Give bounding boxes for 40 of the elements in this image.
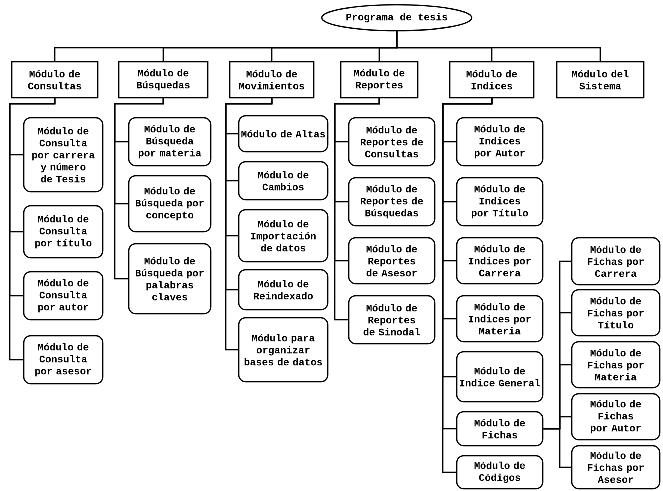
submodule-box: Módulo de Búsqueda por materia [128,117,212,167]
submodule-box: Módulo de Indices por Materia [456,295,544,343]
submodule-box: Módulo de Reportes de Asesor [348,237,436,285]
connector-line [544,428,572,468]
submodule-box: Módulo de Cambios [238,161,329,201]
module-box: Módulo de Movimientos [229,61,315,99]
connector-line [114,98,164,280]
submodule-box: Módulo de Importación de datos [238,209,329,263]
module-box: Módulo de Búsquedas [118,61,209,99]
submodule-box: Módulo de Reportes de Sinodal [348,295,436,345]
submodule-box: Módulo de Fichas [456,411,544,447]
connector-line [396,32,602,62]
connector-line [9,98,56,361]
submodule-box: Módulo de Búsqueda por palabras claves [128,243,212,315]
submodule-box: Módulo de Fichas por Título [571,289,661,337]
submodule-box: Módulo para organizar bases de datos [238,317,329,383]
submodule-box: Módulo de Reindexado [238,269,329,311]
submodule-box: Módulo de Búsqueda por concepto [128,175,212,233]
module-box: Módulo del Sistema [556,61,645,99]
submodule-box: Módulo de Indices por Autor [456,117,544,167]
module-box: Módulo de Indices [449,61,535,99]
module-box: Módulo de Consultas [11,61,99,99]
submodule-box: Módulo de Consulta por título [23,205,104,259]
submodule-box: Módulo de Reportes de Consultas [348,117,436,167]
submodule-box: Módulo de Consulta por asesor [23,335,104,385]
submodule-box: Módulo de Fichas por Carrera [571,237,661,286]
submodule-box: Módulo de Altas [238,115,329,153]
submodule-box: Módulo de Reportes de Búsquedas [348,177,436,227]
connector-line [334,98,380,321]
submodule-box: Módulo de Indice General [456,351,544,403]
module-box: Módulo de Reportes [340,61,419,99]
submodule-box: Módulo de Fichas por Autor [571,393,661,441]
submodule-box: Módulo de Consulta por carrera y número de Tesis [23,117,104,193]
submodule-box: Módulo de Indices por Título [456,177,544,227]
submodule-box: Módulo de Indices por Carrera [456,237,544,285]
submodule-box: Módulo de Fichas por Asesor [571,445,661,490]
submodule-box: Módulo de Códigos [456,455,544,490]
submodule-box: Módulo de Consulta por autor [23,271,104,321]
submodule-box: Módulo de Fichas por Materia [571,341,661,389]
connector-line [225,98,273,351]
